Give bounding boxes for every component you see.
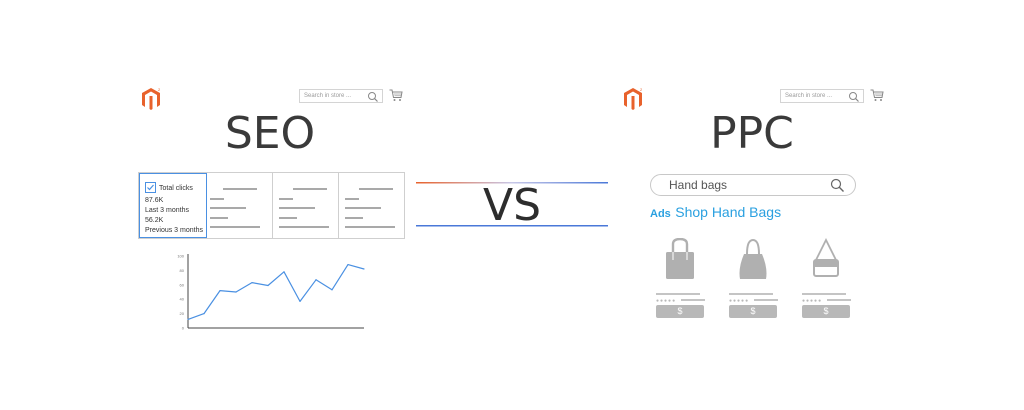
rating-stars-icon: ●●●●● xyxy=(802,298,823,304)
metric-label: Total clicks xyxy=(159,185,193,192)
clicks-series-line xyxy=(187,264,365,320)
y-tick-label: 20 xyxy=(180,311,185,316)
y-tick-label: 40 xyxy=(180,297,185,302)
data-point xyxy=(267,284,269,287)
metrics-row: Total clicks 87.6K Last 3 months 56.2K P… xyxy=(138,172,405,239)
checkbox-checked-icon[interactable] xyxy=(145,182,156,193)
divider-bottom-line xyxy=(416,225,608,227)
data-point xyxy=(203,313,205,315)
product-subtitle-line xyxy=(754,299,778,301)
handbag-icon xyxy=(666,238,694,279)
store-search-placeholder: Search in store ... xyxy=(785,93,833,99)
chart-axes xyxy=(187,254,364,329)
ppc-search-bar[interactable]: Hand bags xyxy=(650,174,856,196)
search-icon[interactable] xyxy=(830,178,845,193)
clicks-line-chart: 0 20 40 60 80 100 xyxy=(177,254,365,331)
ppc-search-query: Hand bags xyxy=(669,178,728,192)
data-point xyxy=(235,291,237,293)
price-button[interactable]: $ xyxy=(729,305,777,318)
product-title-line xyxy=(802,293,846,295)
cart-icon[interactable] xyxy=(870,89,884,102)
ads-badge: Ads xyxy=(650,208,671,220)
data-point xyxy=(187,318,189,320)
search-icon[interactable] xyxy=(848,91,860,103)
store-search-input[interactable]: Search in store ... xyxy=(299,89,383,103)
product-title-line xyxy=(656,293,700,295)
price-button[interactable]: $ xyxy=(802,305,850,318)
data-point xyxy=(219,289,221,292)
metric-value-previous: 56.2K xyxy=(145,217,164,224)
divider-top-line xyxy=(416,182,608,184)
store-search-placeholder: Search in store ... xyxy=(304,93,352,99)
ad-result[interactable]: Ads Shop Hand Bags xyxy=(650,204,781,222)
chart-y-ticks: 0 20 40 60 80 100 xyxy=(177,254,184,331)
ad-link-text[interactable]: Shop Hand Bags xyxy=(675,204,782,220)
metric-card-placeholder[interactable] xyxy=(207,173,273,238)
data-point xyxy=(251,282,253,284)
metric-value-current: 87.6K xyxy=(145,197,164,204)
metric-period-current: Last 3 months xyxy=(145,207,189,214)
data-point xyxy=(315,279,317,281)
hobo-bag-icon xyxy=(739,238,767,279)
crossbody-bag-icon xyxy=(813,238,839,277)
chart-series xyxy=(187,264,365,320)
magento-logo-icon: 2 xyxy=(142,87,161,110)
cart-icon[interactable] xyxy=(389,89,403,102)
search-icon[interactable] xyxy=(367,91,379,103)
data-point xyxy=(283,271,285,273)
data-point xyxy=(363,268,365,270)
seo-title: SEO xyxy=(224,108,316,159)
product-subtitle-line xyxy=(827,299,851,301)
data-point xyxy=(347,264,349,266)
store-search-input[interactable]: Search in store ... xyxy=(780,89,864,103)
product-title-line xyxy=(729,293,773,295)
svg-text:2: 2 xyxy=(158,87,161,92)
price-button[interactable]: $ xyxy=(656,305,704,318)
metric-card-total-clicks[interactable]: Total clicks 87.6K Last 3 months 56.2K P… xyxy=(139,173,207,238)
vs-label: VS xyxy=(482,180,542,231)
y-tick-label: 0 xyxy=(182,326,185,331)
product-subtitle-line xyxy=(681,299,705,301)
y-tick-label: 100 xyxy=(177,254,184,259)
ppc-title: PPC xyxy=(710,108,794,159)
data-point xyxy=(331,289,333,291)
metric-card-placeholder[interactable] xyxy=(339,173,405,238)
y-tick-label: 80 xyxy=(180,268,185,273)
metric-period-previous: Previous 3 months xyxy=(145,227,203,234)
magento-logo-icon: 2 xyxy=(624,87,643,110)
metric-card-placeholder[interactable] xyxy=(273,173,339,238)
y-tick-label: 60 xyxy=(180,282,185,287)
rating-stars-icon: ●●●●● xyxy=(656,298,677,304)
rating-stars-icon: ●●●●● xyxy=(729,298,750,304)
data-point xyxy=(299,300,301,302)
svg-text:2: 2 xyxy=(640,87,643,92)
